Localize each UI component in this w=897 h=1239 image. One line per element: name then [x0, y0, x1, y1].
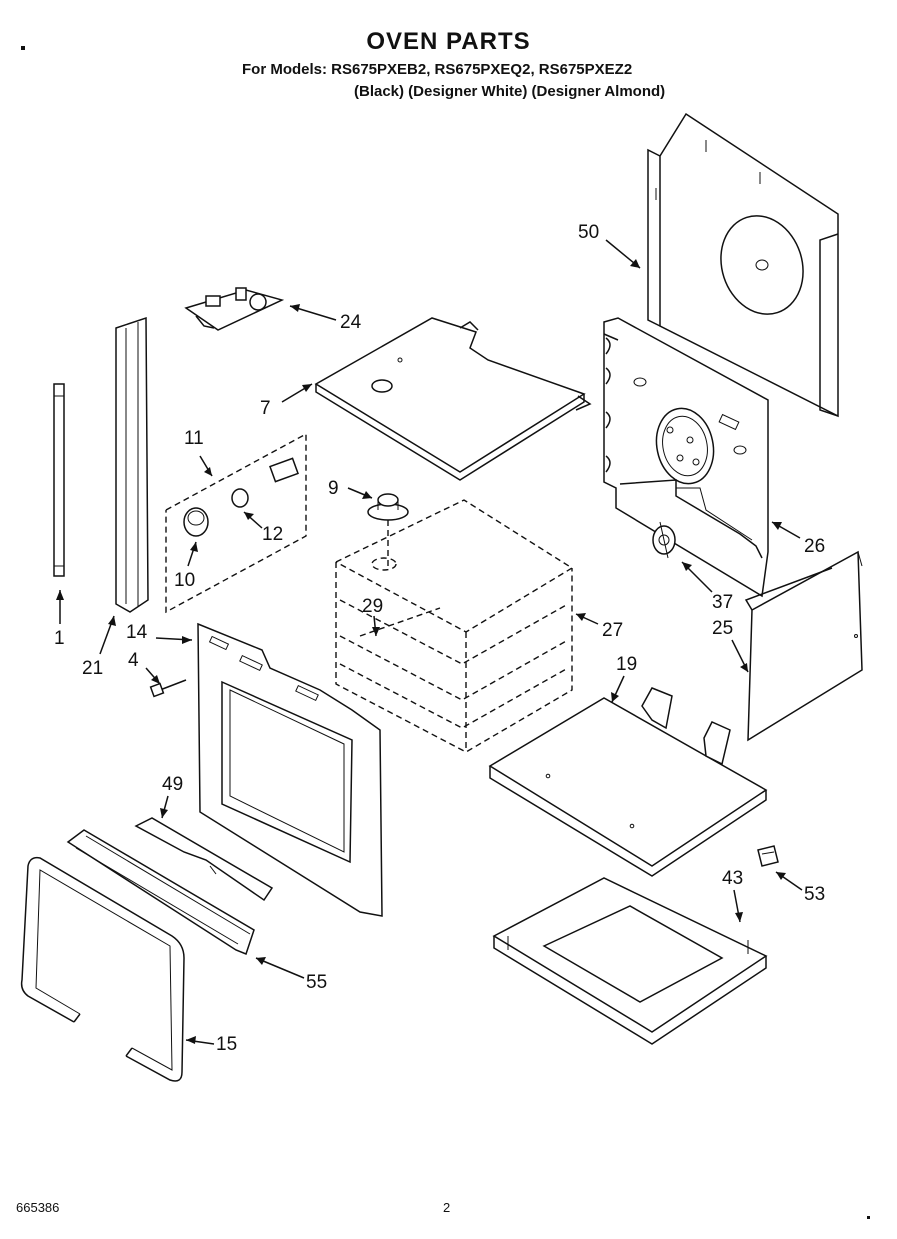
callout-4: 4	[128, 650, 139, 671]
page-title: OVEN PARTS	[366, 28, 531, 55]
callout-49: 49	[162, 774, 184, 795]
callout-25: 25	[712, 618, 734, 639]
callout-15: 15	[216, 1034, 238, 1055]
document-number: 665386	[16, 1200, 60, 1215]
part-15-gasket	[20, 856, 185, 1082]
part-1-rod	[53, 383, 65, 577]
callout-55: 55	[306, 972, 328, 993]
callout-12: 12	[262, 524, 284, 545]
callout-7: 7	[260, 398, 271, 419]
finishes-line: (Black) (Designer White) (Designer Almon…	[354, 83, 666, 100]
part-53-clip	[757, 845, 779, 867]
callout-37: 37	[712, 592, 734, 613]
callout-9: 9	[328, 478, 339, 499]
part-55-vent-trim	[66, 829, 255, 955]
part-19-bottom-pan	[488, 687, 768, 877]
part-50-rear-panel	[647, 112, 839, 418]
callout-leaders	[56, 239, 803, 1045]
callout-43: 43	[722, 868, 744, 889]
callout-26: 26	[804, 536, 826, 557]
callout-27: 27	[602, 620, 624, 641]
part-43-tray	[492, 877, 768, 1045]
part-27-oven-liner	[335, 499, 574, 753]
part-21-trim	[115, 316, 149, 613]
callout-14: 14	[126, 622, 148, 643]
callout-50: 50	[578, 222, 600, 243]
part-49-strip	[134, 817, 274, 902]
callout-11: 11	[184, 428, 204, 449]
callout-29: 29	[362, 596, 384, 617]
part-14-front-frame	[197, 622, 383, 917]
part-24-bracket	[184, 287, 285, 331]
part-26-inner-rear-panel	[603, 317, 769, 598]
part-7-top-panel	[314, 317, 592, 481]
part-11-switch-group	[165, 432, 307, 614]
callout-10: 10	[174, 570, 196, 591]
models-line: For Models: RS675PXEB2, RS675PXEQ2, RS67…	[242, 61, 633, 78]
part-4-screw	[149, 679, 187, 698]
callout-21: 21	[82, 658, 104, 679]
part-25-side-panel	[744, 550, 863, 742]
callout-1: 1	[54, 628, 65, 649]
page-number: 2	[443, 1200, 451, 1215]
corner-mark	[867, 1216, 870, 1219]
corner-mark	[21, 46, 25, 50]
callout-53: 53	[804, 884, 826, 905]
part-9-vent	[367, 493, 409, 566]
part-37-sensor	[652, 521, 676, 559]
callout-19: 19	[616, 654, 638, 675]
callout-24: 24	[340, 312, 362, 333]
